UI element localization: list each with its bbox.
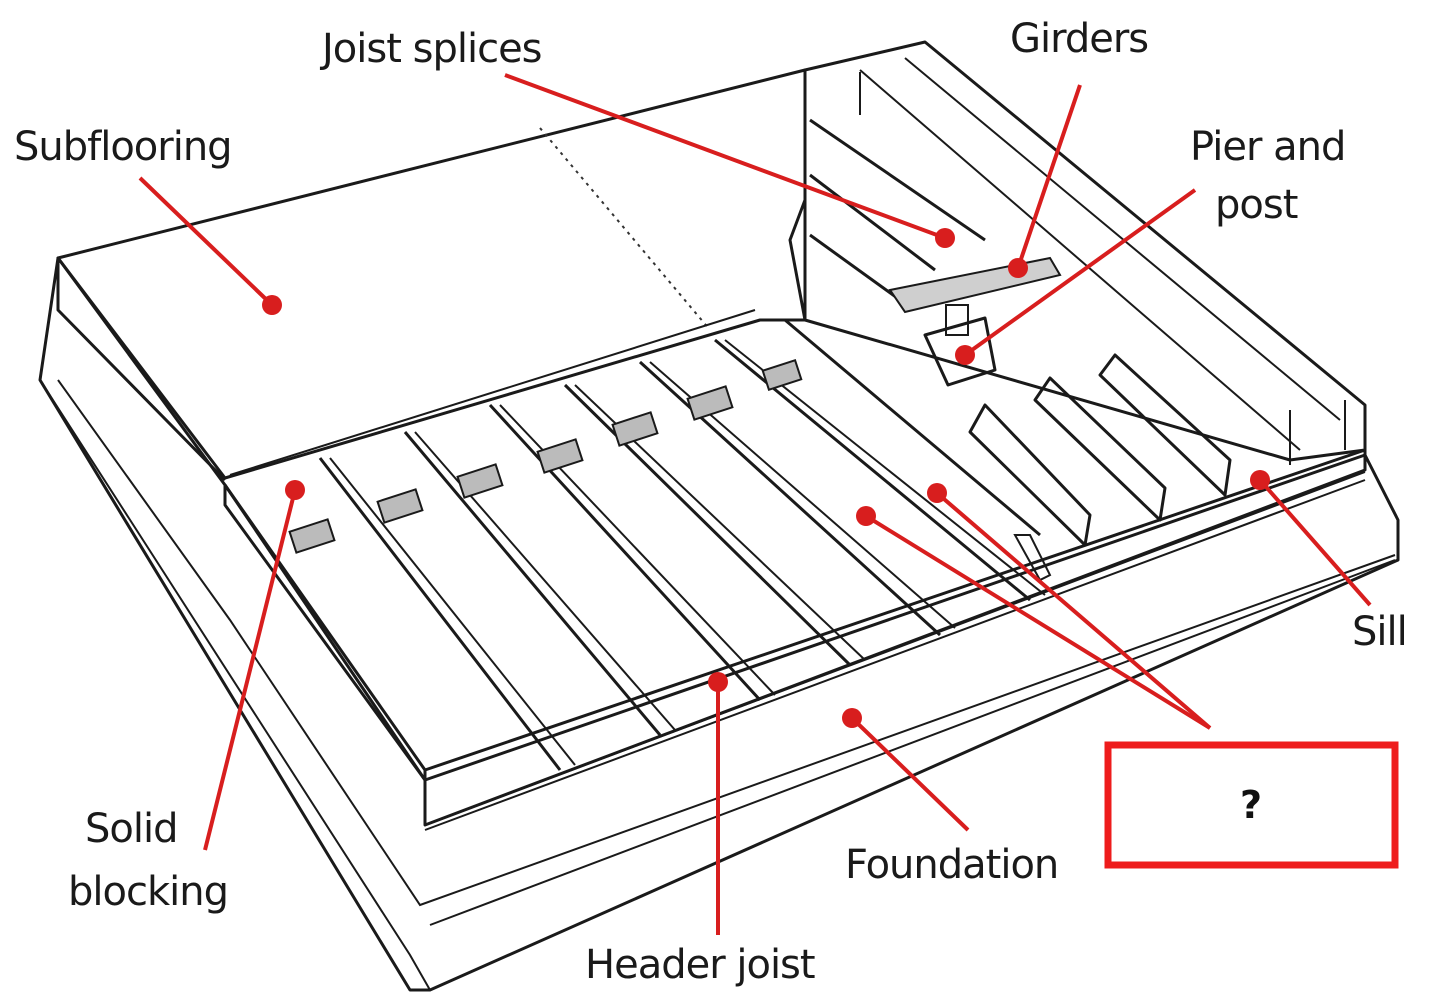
girders-marker	[1008, 258, 1028, 278]
label-solid-blocking-line1: Solid	[85, 806, 177, 852]
label-sill: Sill	[1352, 609, 1407, 655]
label-subflooring: Subflooring	[14, 124, 232, 170]
sill-marker	[1250, 470, 1270, 490]
label-solid-blocking-line2: blocking	[68, 869, 228, 915]
foundation-marker	[842, 708, 862, 728]
foundation-structure	[38, 256, 1400, 992]
pier-and-post-marker	[955, 345, 975, 365]
unknown-marker-2	[927, 483, 947, 503]
label-joist-splices: Joist splices	[319, 26, 542, 72]
solid-blocking-marker	[285, 480, 305, 500]
upper-joists-and-girder	[803, 40, 1367, 582]
label-girders: Girders	[1010, 16, 1148, 62]
label-foundation: Foundation	[845, 842, 1058, 888]
header-joist-structure	[223, 448, 1367, 827]
leader-lines	[138, 73, 1372, 935]
header-joist-marker	[708, 672, 728, 692]
unknown-answer-box[interactable]	[1104, 741, 1399, 869]
label-pier-and-post-line1: Pier and	[1190, 124, 1345, 170]
label-pier-and-post-line2: post	[1215, 182, 1298, 228]
subflooring-marker	[262, 295, 282, 315]
joist-splices-marker	[935, 228, 955, 248]
joists	[288, 318, 1046, 771]
unknown-answer-text: ?	[1240, 783, 1262, 827]
unknown-marker-1	[856, 506, 876, 526]
label-header-joist: Header joist	[585, 942, 815, 988]
